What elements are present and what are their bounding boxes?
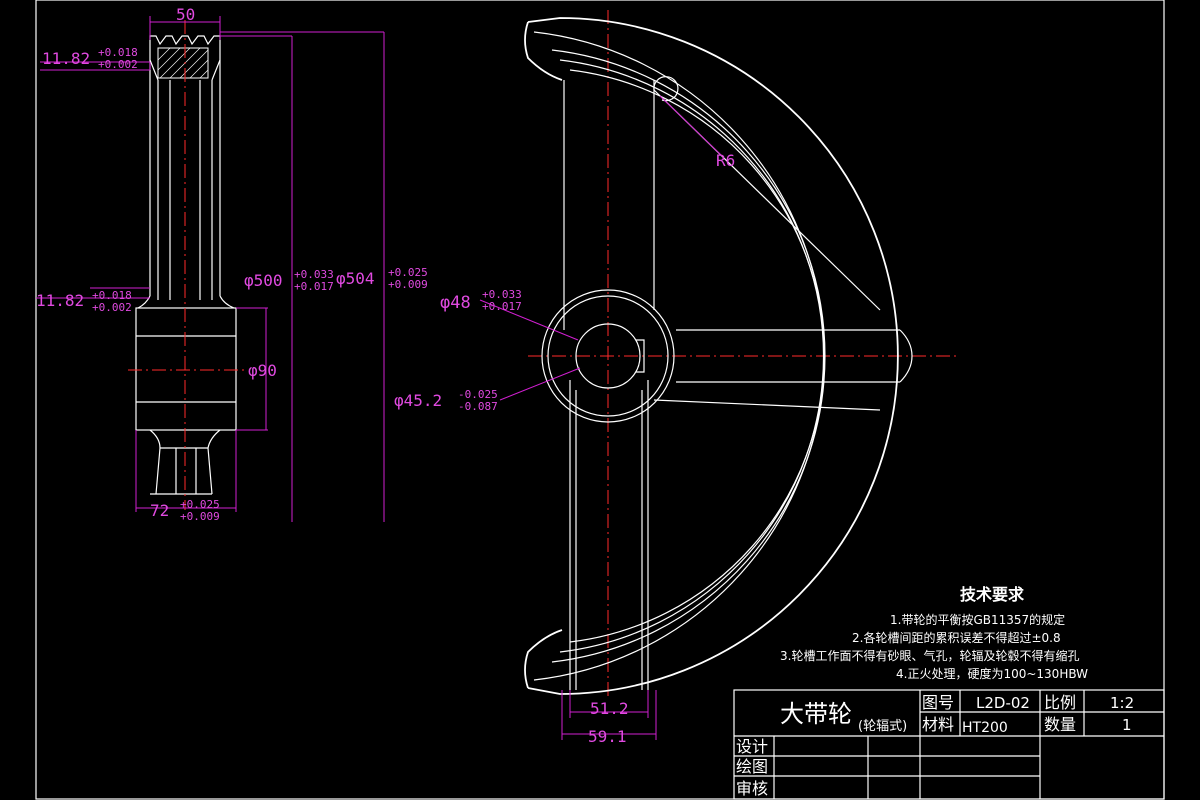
qty-value: 1 (1122, 716, 1132, 734)
qty-label: 数量 (1044, 715, 1076, 734)
part-subtitle: (轮辐式) (858, 719, 907, 734)
dim-radius: R6 (716, 151, 735, 170)
scale-label: 比例 (1044, 693, 1076, 712)
dim-d500-tol-up: +0.033 (294, 268, 334, 281)
dim-d504: φ504 (336, 269, 375, 288)
dim-d500: φ500 (244, 271, 283, 290)
tech-item-3: 3.轮槽工作面不得有砂眼、气孔，轮辐及轮毂不得有缩孔 (780, 648, 1079, 663)
rim-hatch (157, 47, 209, 79)
dim-d90: φ90 (248, 361, 277, 380)
draw-label: 绘图 (736, 757, 768, 776)
dim-hub-len-tol-low: +0.009 (180, 510, 220, 523)
tech-item-2: 2.各轮槽间距的累积误差不得超过±0.8 (852, 630, 1061, 645)
front-dimensions (479, 95, 723, 740)
drawing-frame (35, 0, 1165, 800)
dim-keyway-tol-up: -0.025 (458, 388, 498, 401)
material-label: 材料 (922, 715, 954, 734)
dim-hub-len: 72 (150, 501, 169, 520)
material-value: HT200 (962, 720, 1008, 736)
scale-value: 1:2 (1110, 694, 1134, 712)
part-name: 大带轮 (780, 700, 852, 728)
dim-d504-tol-up: +0.025 (388, 266, 428, 279)
dim-spoke-w2: 59.1 (588, 727, 627, 746)
dim-groove-mid-tol-up: +0.018 (92, 289, 132, 302)
dim-keyway-tol-low: -0.087 (458, 400, 498, 413)
tech-item-4: 4.正火处理，硬度为100~130HBW (896, 666, 1088, 681)
dim-bore-tol-up: +0.033 (482, 288, 522, 301)
dim-groove-top-tol-low: +0.002 (98, 58, 138, 71)
check-label: 审核 (736, 779, 768, 798)
dim-spoke-w1: 51.2 (590, 699, 629, 718)
dim-bore: φ48 (440, 293, 471, 313)
dim-d500-tol-low: +0.017 (294, 280, 334, 293)
dim-top-width: 50 (176, 5, 195, 24)
section-view (100, 20, 248, 510)
dim-keyway: φ45.2 (394, 391, 442, 410)
tech-title: 技术要求 (960, 585, 1025, 604)
tech-item-1: 1.带轮的平衡按GB11357的规定 (890, 612, 1065, 627)
dim-bore-tol-low: +0.017 (482, 300, 522, 313)
drawing-no-label: 图号 (922, 693, 954, 712)
front-view (524, 10, 960, 700)
dim-groove-mid: 11.82 (36, 291, 84, 310)
dim-groove-mid-tol-low: +0.002 (92, 301, 132, 314)
section-dimensions (36, 16, 385, 522)
dim-groove-top-tol-up: +0.018 (98, 46, 138, 59)
title-block (733, 689, 1165, 800)
design-label: 设计 (736, 737, 768, 756)
dim-groove-top: 11.82 (42, 49, 90, 68)
dim-hub-len-tol-up: +0.025 (180, 498, 220, 511)
drawing-no: L2D-02 (976, 694, 1030, 712)
dim-d504-tol-low: +0.009 (388, 278, 428, 291)
